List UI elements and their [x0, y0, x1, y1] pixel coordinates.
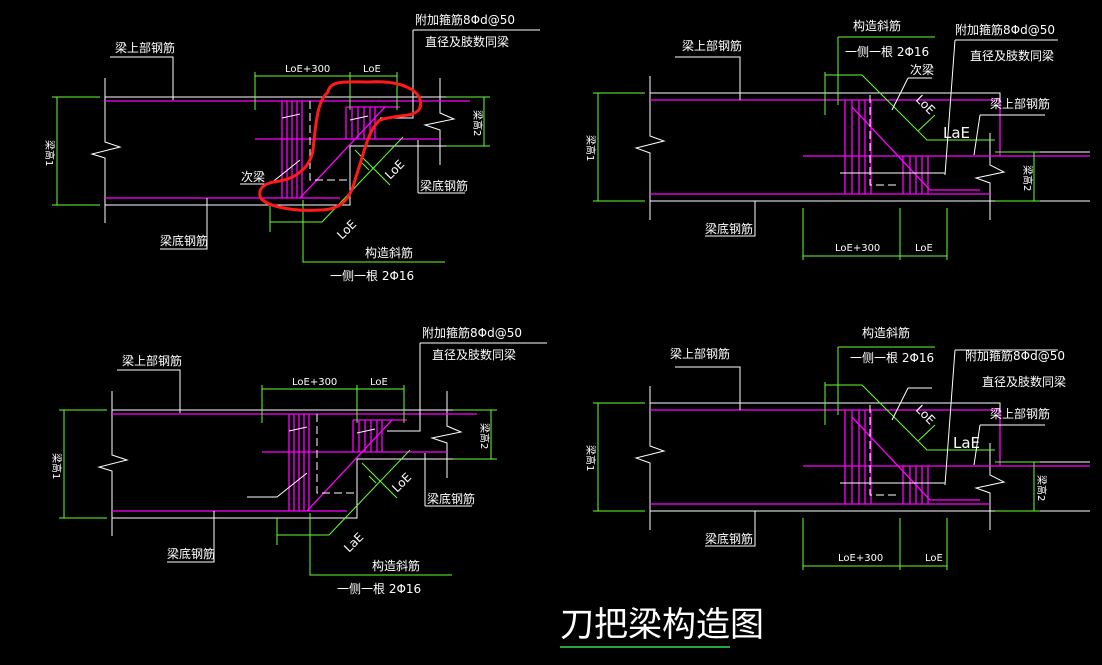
dim-lae: LaE [953, 434, 980, 452]
label-secondary-beam: 次梁 [241, 169, 265, 184]
label-top-rebar-right: 梁上部钢筋 [990, 96, 1050, 111]
label-diagonal-note: 一侧一根 2Φ16 [850, 351, 934, 365]
dim-height-2: 梁高2 [471, 110, 484, 136]
dim-height-2: 梁高2 [1035, 475, 1048, 501]
label-bottom-rebar: 梁底钢筋 [705, 221, 753, 236]
label-top-rebar: 梁上部钢筋 [670, 346, 730, 361]
label-stirrup: 附加箍筋8Φd@50 [955, 22, 1055, 37]
label-bottom-rebar: 梁底钢筋 [167, 546, 215, 561]
dim-loe: LoE [925, 553, 943, 564]
dim-loe-300: LoE+300 [838, 553, 883, 564]
label-top-rebar: 梁上部钢筋 [122, 353, 182, 368]
label-stirrup-note: 直径及肢数同梁 [432, 347, 516, 362]
label-secondary-beam: 次梁 [910, 62, 934, 77]
label-bottom-rebar: 梁底钢筋 [705, 531, 753, 546]
label-top-rebar: 梁上部钢筋 [115, 40, 175, 55]
dim-loe-300: LoE+300 [285, 64, 330, 75]
label-diagonal-note: 一侧一根 2Φ16 [330, 269, 414, 283]
label-bottom-rebar-right: 梁底钢筋 [427, 491, 475, 506]
label-diagonal: 构造斜筋 [365, 245, 413, 260]
dim-loe: LoE [915, 243, 933, 254]
label-diagonal: 构造斜筋 [853, 18, 901, 33]
label-stirrup: 附加箍筋8Φd@50 [965, 348, 1065, 363]
dim-loe-300: LoE+300 [835, 243, 880, 254]
label-diagonal: 构造斜筋 [862, 325, 910, 340]
dim-loe-diagonal: LoE [913, 92, 938, 117]
panel-top-right: 梁上部钢筋 梁上部钢筋 梁底钢筋 附加箍筋8Φd@50 直径及肢数同梁 构造斜筋… [584, 18, 1091, 261]
dim-loe-diagonal-2: LoE [334, 217, 359, 242]
dim-height-1: 梁高1 [50, 453, 63, 479]
label-stirrup-note: 直径及肢数同梁 [970, 48, 1054, 63]
dim-loe-diagonal-2: LaE [341, 530, 366, 555]
label-stirrup: 附加箍筋8Φd@50 [422, 325, 522, 340]
dim-height-1: 梁高1 [43, 140, 56, 166]
label-stirrup-note: 直径及肢数同梁 [425, 34, 509, 49]
dim-height-1: 梁高1 [584, 445, 597, 471]
label-top-rebar: 梁上部钢筋 [682, 38, 742, 53]
dim-loe-300: LoE+300 [292, 377, 337, 388]
drawing-title: 刀把梁构造图 [560, 605, 764, 645]
dim-loe: LoE [363, 64, 381, 75]
dim-loe-diagonal: LoE [913, 402, 938, 427]
label-stirrup: 附加箍筋8Φd@50 [415, 12, 515, 27]
label-stirrup-note: 直径及肢数同梁 [982, 374, 1066, 389]
red-markup-loop [258, 80, 423, 212]
dim-height-2: 梁高2 [478, 423, 491, 449]
dim-lae: LaE [943, 124, 970, 142]
dim-loe-diagonal-1: LoE [382, 157, 407, 182]
panel-top-left: 梁上部钢筋 梁底钢筋 梁底钢筋 附加箍筋8Φd@50 直径及肢数同梁 构造斜筋 … [43, 12, 541, 283]
label-diagonal-note: 一侧一根 2Φ16 [845, 45, 929, 59]
label-diagonal-note: 一侧一根 2Φ16 [337, 582, 421, 596]
dim-height-2: 梁高2 [1021, 165, 1034, 191]
panel-top-right-geometry [592, 36, 1091, 261]
dim-loe: LoE [370, 377, 388, 388]
label-bottom-rebar-right: 梁底钢筋 [420, 178, 468, 193]
label-top-rebar-right: 梁上部钢筋 [990, 406, 1050, 421]
dim-height-1: 梁高1 [584, 135, 597, 161]
label-diagonal: 构造斜筋 [372, 558, 420, 573]
label-bottom-rebar: 梁底钢筋 [160, 233, 208, 248]
panel-bottom-left: 梁上部钢筋 梁底钢筋 梁底钢筋 附加箍筋8Φd@50 直径及肢数同梁 构造斜筋 … [50, 325, 548, 596]
dim-loe-diagonal-1: LoE [389, 470, 414, 495]
panel-bottom-right: 梁上部钢筋 梁上部钢筋 梁底钢筋 附加箍筋8Φd@50 直径及肢数同梁 构造斜筋… [584, 325, 1091, 571]
